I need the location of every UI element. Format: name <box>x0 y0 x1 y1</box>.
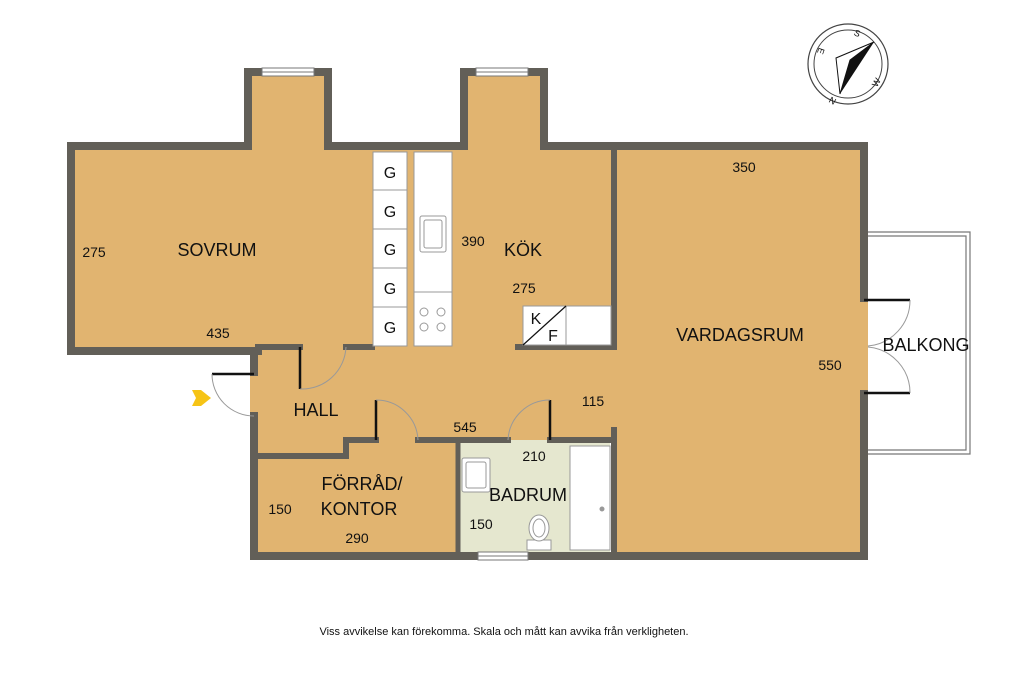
wardrobe-label: G <box>384 281 396 298</box>
room-label-forrad: FÖRRÅD/ <box>322 474 403 494</box>
dim-forrad-width: 290 <box>345 530 369 546</box>
wardrobe-label: G <box>384 242 396 259</box>
dim-sovrum-depth: 275 <box>82 244 106 260</box>
floor-entrance <box>250 372 262 416</box>
doors <box>211 298 911 441</box>
windows <box>261 67 529 561</box>
door-sovrum-swing <box>299 346 347 390</box>
door-entrance-swing <box>211 373 255 417</box>
kitchen-counter <box>413 151 453 347</box>
wall-sovrum-bay-right <box>310 68 480 150</box>
door-forrad-swing <box>375 399 419 441</box>
dim-badrum-width: 210 <box>522 448 546 464</box>
floor-hall <box>258 346 616 442</box>
dim-kok-depth: 390 <box>461 233 485 249</box>
room-label-balkong: BALKONG <box>882 335 969 355</box>
wardrobe-panel <box>372 151 408 347</box>
dim-badrum-depth: 150 <box>469 516 493 532</box>
fridge-diagonal <box>522 305 567 346</box>
stove-icon <box>419 307 446 332</box>
dim-vardagsrum-width: 350 <box>732 159 756 175</box>
room-label-vardagsrum: VARDAGSRUM <box>676 325 804 345</box>
room-label-sovrum: SOVRUM <box>177 240 256 260</box>
compass-label-north: N <box>827 95 838 107</box>
wall-kok-bay-right <box>524 68 868 302</box>
wall-east-lower <box>524 390 868 560</box>
door-balkong-swing-top <box>867 299 911 347</box>
floor-kok-bay <box>464 76 544 154</box>
wall-forrad-top <box>255 437 379 459</box>
dim-forrad-depth: 150 <box>268 501 292 517</box>
wall-south-left <box>250 412 482 560</box>
floor-balcony-door <box>860 298 868 394</box>
shower-area <box>569 445 611 551</box>
freezer-label: F <box>548 328 558 345</box>
bathroom-fixtures <box>461 445 611 551</box>
door-badrum-swing <box>507 399 551 441</box>
floor-sovrum-bay <box>248 76 328 154</box>
compass-rose-icon: S W N E <box>807 23 889 107</box>
floor-vardagsrum <box>612 150 864 552</box>
room-label-badrum: BADRUM <box>489 485 567 505</box>
room-label-kok: KÖK <box>504 240 542 260</box>
dim-sovrum-width: 435 <box>206 325 230 341</box>
wall-sovrum-bay-left <box>244 68 266 150</box>
balcony <box>868 231 971 455</box>
compass-label-south: S <box>852 27 862 39</box>
dim-hall-depth: 115 <box>582 393 605 409</box>
wall-sovrum-outer <box>67 142 262 355</box>
dim-vardagsrum-depth: 550 <box>818 357 842 373</box>
wardrobe-label: G <box>384 204 396 221</box>
fridge-freezer: K F <box>522 305 612 346</box>
wardrobe-label: G <box>384 165 396 182</box>
wardrobe-label: G <box>384 320 396 337</box>
compass-label-east: E <box>815 46 826 55</box>
walls <box>67 68 868 560</box>
disclaimer-text: Viss avvikelse kan förekomma. Skala och … <box>319 626 688 638</box>
door-balkong-swing-bottom <box>867 346 911 394</box>
dim-hall-width: 545 <box>453 419 477 435</box>
fridge-counter <box>522 305 612 346</box>
wardrobes: G G G G G <box>372 151 408 347</box>
compass-needle-north <box>840 42 874 94</box>
dimension-labels: 275 435 390 275 350 550 115 545 210 150 … <box>82 159 842 546</box>
fridge-label: K <box>531 311 542 328</box>
shower-drain-icon <box>599 506 605 512</box>
room-label-kontor: KONTOR <box>321 499 398 519</box>
room-labels: SOVRUM KÖK VARDAGSRUM BALKONG HALL FÖRRÅ… <box>177 240 969 519</box>
floor-sovrum <box>75 150 375 347</box>
entrance-arrow-icon <box>192 390 211 406</box>
room-label-hall: HALL <box>293 400 338 420</box>
balcony-railing <box>868 231 971 455</box>
compass-needle-south <box>835 41 875 95</box>
dim-kok-width: 275 <box>512 280 536 296</box>
